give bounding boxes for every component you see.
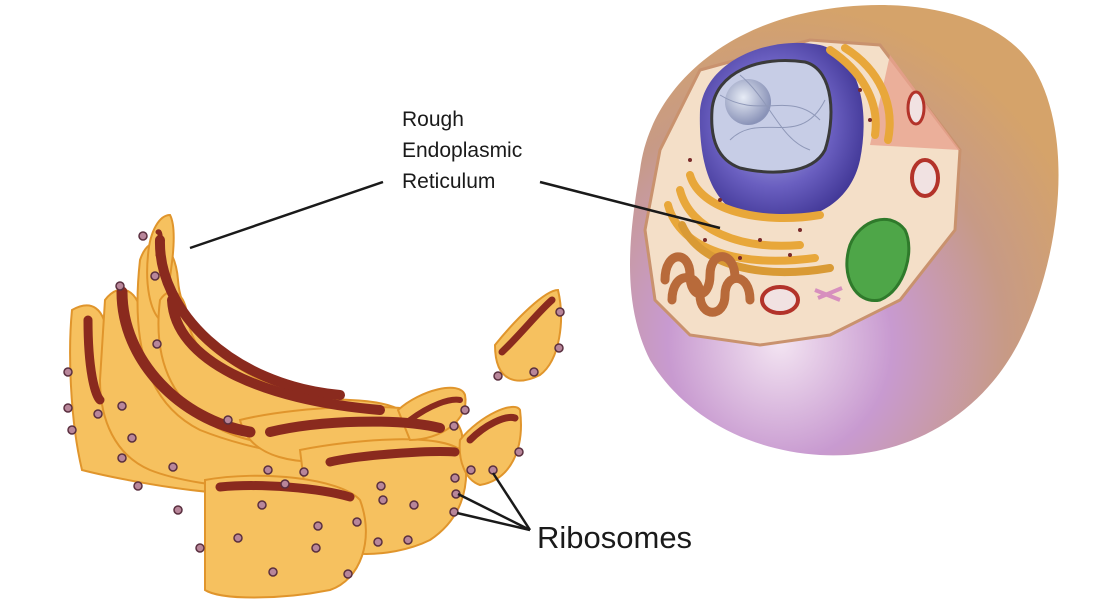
centrosome xyxy=(814,286,843,302)
ribosomes-label: Ribosomes xyxy=(537,520,693,555)
rough-er-label-line-1: Rough xyxy=(402,108,464,131)
rough-er-enlarged xyxy=(63,213,565,599)
er-cisterna xyxy=(493,288,562,382)
ribosome-leader-line xyxy=(457,492,531,532)
nucleus xyxy=(699,42,864,221)
nucleolus xyxy=(725,79,771,125)
green-organelle xyxy=(845,217,911,302)
rer-leader-line-right xyxy=(539,180,721,230)
rer-leader-line-left xyxy=(189,180,384,250)
cell-ribosome-dots xyxy=(688,88,872,260)
mitochondrion xyxy=(760,90,940,315)
ribosome-dots xyxy=(63,231,565,579)
er-cisterna xyxy=(204,474,367,599)
leader-lines xyxy=(189,180,721,532)
ribosome-leader-line xyxy=(456,511,531,532)
er-lumen xyxy=(83,229,556,502)
cell-illustration xyxy=(630,5,1059,456)
rough-er-label: Rough Endoplasmic Reticulum xyxy=(402,104,522,197)
golgi-apparatus xyxy=(660,252,755,317)
rough-er-label-line-2: Endoplasmic xyxy=(402,139,523,162)
ribosome-leader-line xyxy=(491,472,532,531)
rough-er-label-line-3: Reticulum xyxy=(402,170,496,193)
